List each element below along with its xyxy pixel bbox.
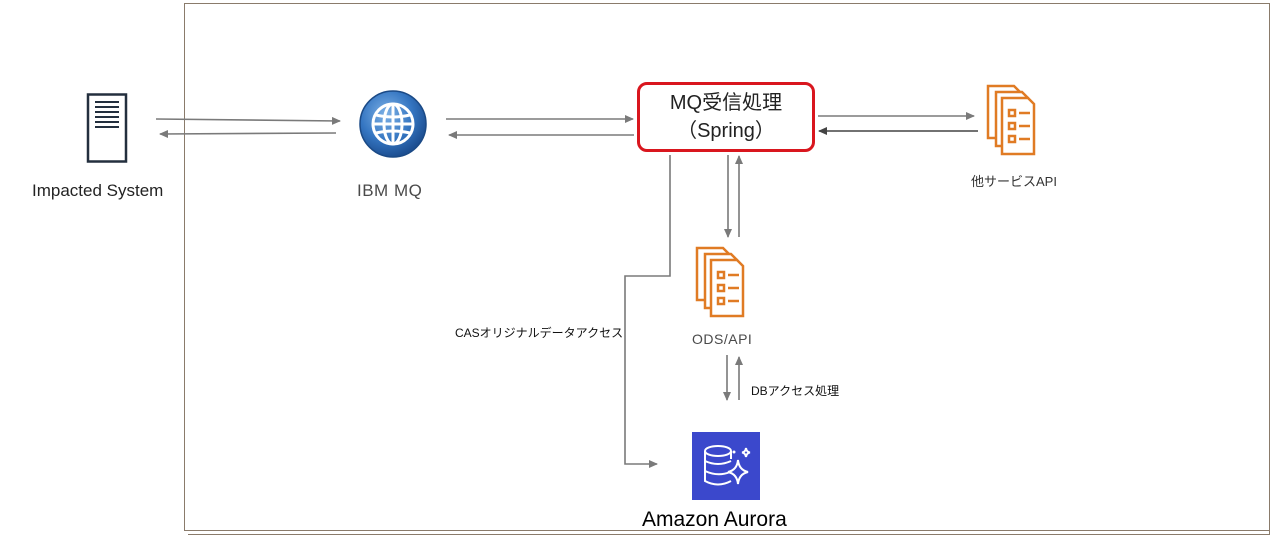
spring-node-subtitle: （Spring） [677,120,775,142]
other-service-api-label: 他サービスAPI [971,174,1057,189]
mq-receive-processing-node: MQ受信処理 （Spring） [637,82,815,152]
diagram-boundary-shadow [188,7,1270,535]
document-stack-icon [986,84,1036,156]
cas-data-access-label: CASオリジナルデータアクセス [455,326,624,340]
db-access-label: DBアクセス処理 [751,384,840,398]
aurora-database-icon [692,432,760,500]
server-icon [86,93,128,163]
amazon-aurora-label: Amazon Aurora [642,508,787,531]
impacted-system-label: Impacted System [32,181,164,200]
globe-icon [359,90,427,158]
arrow-mq-to-system [159,129,337,138]
document-stack-icon [695,246,745,318]
arrow-system-to-mq [155,116,341,125]
ods-api-label: ODS/API [692,331,753,347]
arrow-spring-to-aurora [624,155,671,468]
ibm-mq-label: IBM MQ [357,181,423,200]
spring-node-title: MQ受信処理 [669,92,783,114]
